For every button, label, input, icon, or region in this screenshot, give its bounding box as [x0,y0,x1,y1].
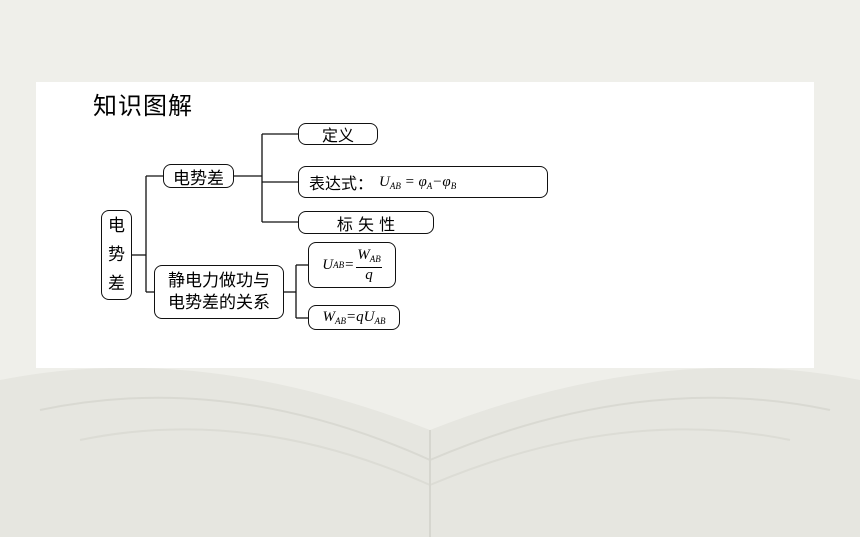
knowledge-card: 知识图解 电 势 差 电势差 定义 表达式： [36,82,814,368]
formula2-text: WAB=qUAB [322,309,386,326]
branch-node-potential-difference: 电势差 [163,164,234,189]
root-char-3: 差 [108,273,125,294]
branch2-line2: 电势差的关系 [168,293,270,313]
node-scalar-vector: 标 矢 性 [298,211,434,234]
branch2-line1: 静电力做功与 [168,271,270,291]
nature-label: 标 矢 性 [336,214,396,234]
node-definition: 定义 [298,123,378,145]
branch-node-work-relation: 静电力做功与 电势差的关系 [154,265,284,319]
background-book-illustration [0,367,860,537]
node-expression: 表达式： UAB = φA−φB [298,166,548,198]
expression-formula: UAB = φA−φB [379,173,457,191]
connector-lines [132,133,308,319]
node-formula-work: WAB=qUAB [308,305,400,330]
root-char-2: 势 [108,244,125,265]
root-node-potential-difference: 电 势 差 [101,210,132,300]
definition-label: 定义 [321,126,354,145]
page-title: 知识图解 [93,92,193,120]
root-char-1: 电 [108,215,125,236]
expression-label: 表达式： [309,174,374,193]
branch1-label: 电势差 [173,168,224,189]
